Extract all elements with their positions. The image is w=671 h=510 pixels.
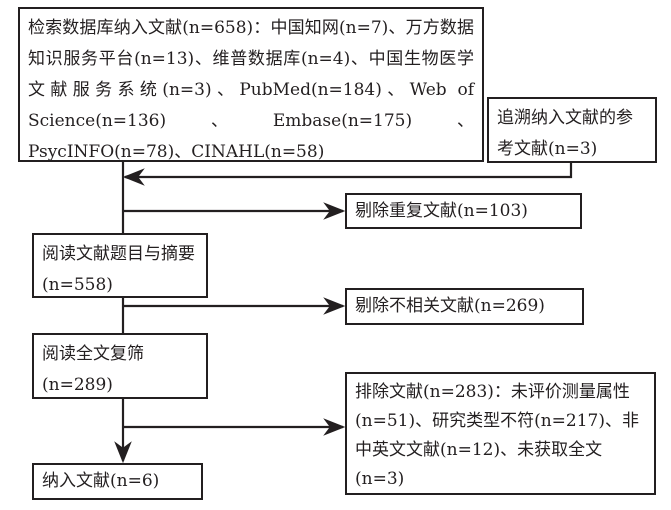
duplicates-box: 剔除重复文献(n=103) [345,193,582,229]
excluded-box: 排除文献(n=283)：未评价测量属性(n=51)、研究类型不符(n=217)、… [345,372,656,495]
ref-arrow [122,162,573,186]
included-box: 纳入文献(n=6) [32,463,203,500]
irrelevant-box: 剔除不相关文献(n=269) [345,288,584,325]
references-box: 追溯纳入文献的参考文献(n=3) [487,97,657,163]
fulltext-box: 阅读全文复筛(n=289) [32,333,208,399]
title-abstract-box: 阅读文献题目与摘要(n=558) [32,233,208,298]
search-box: 检索数据库纳入文献(n=658)：中国知网(n=7)、万方数据知识服务平台(n=… [18,7,484,162]
